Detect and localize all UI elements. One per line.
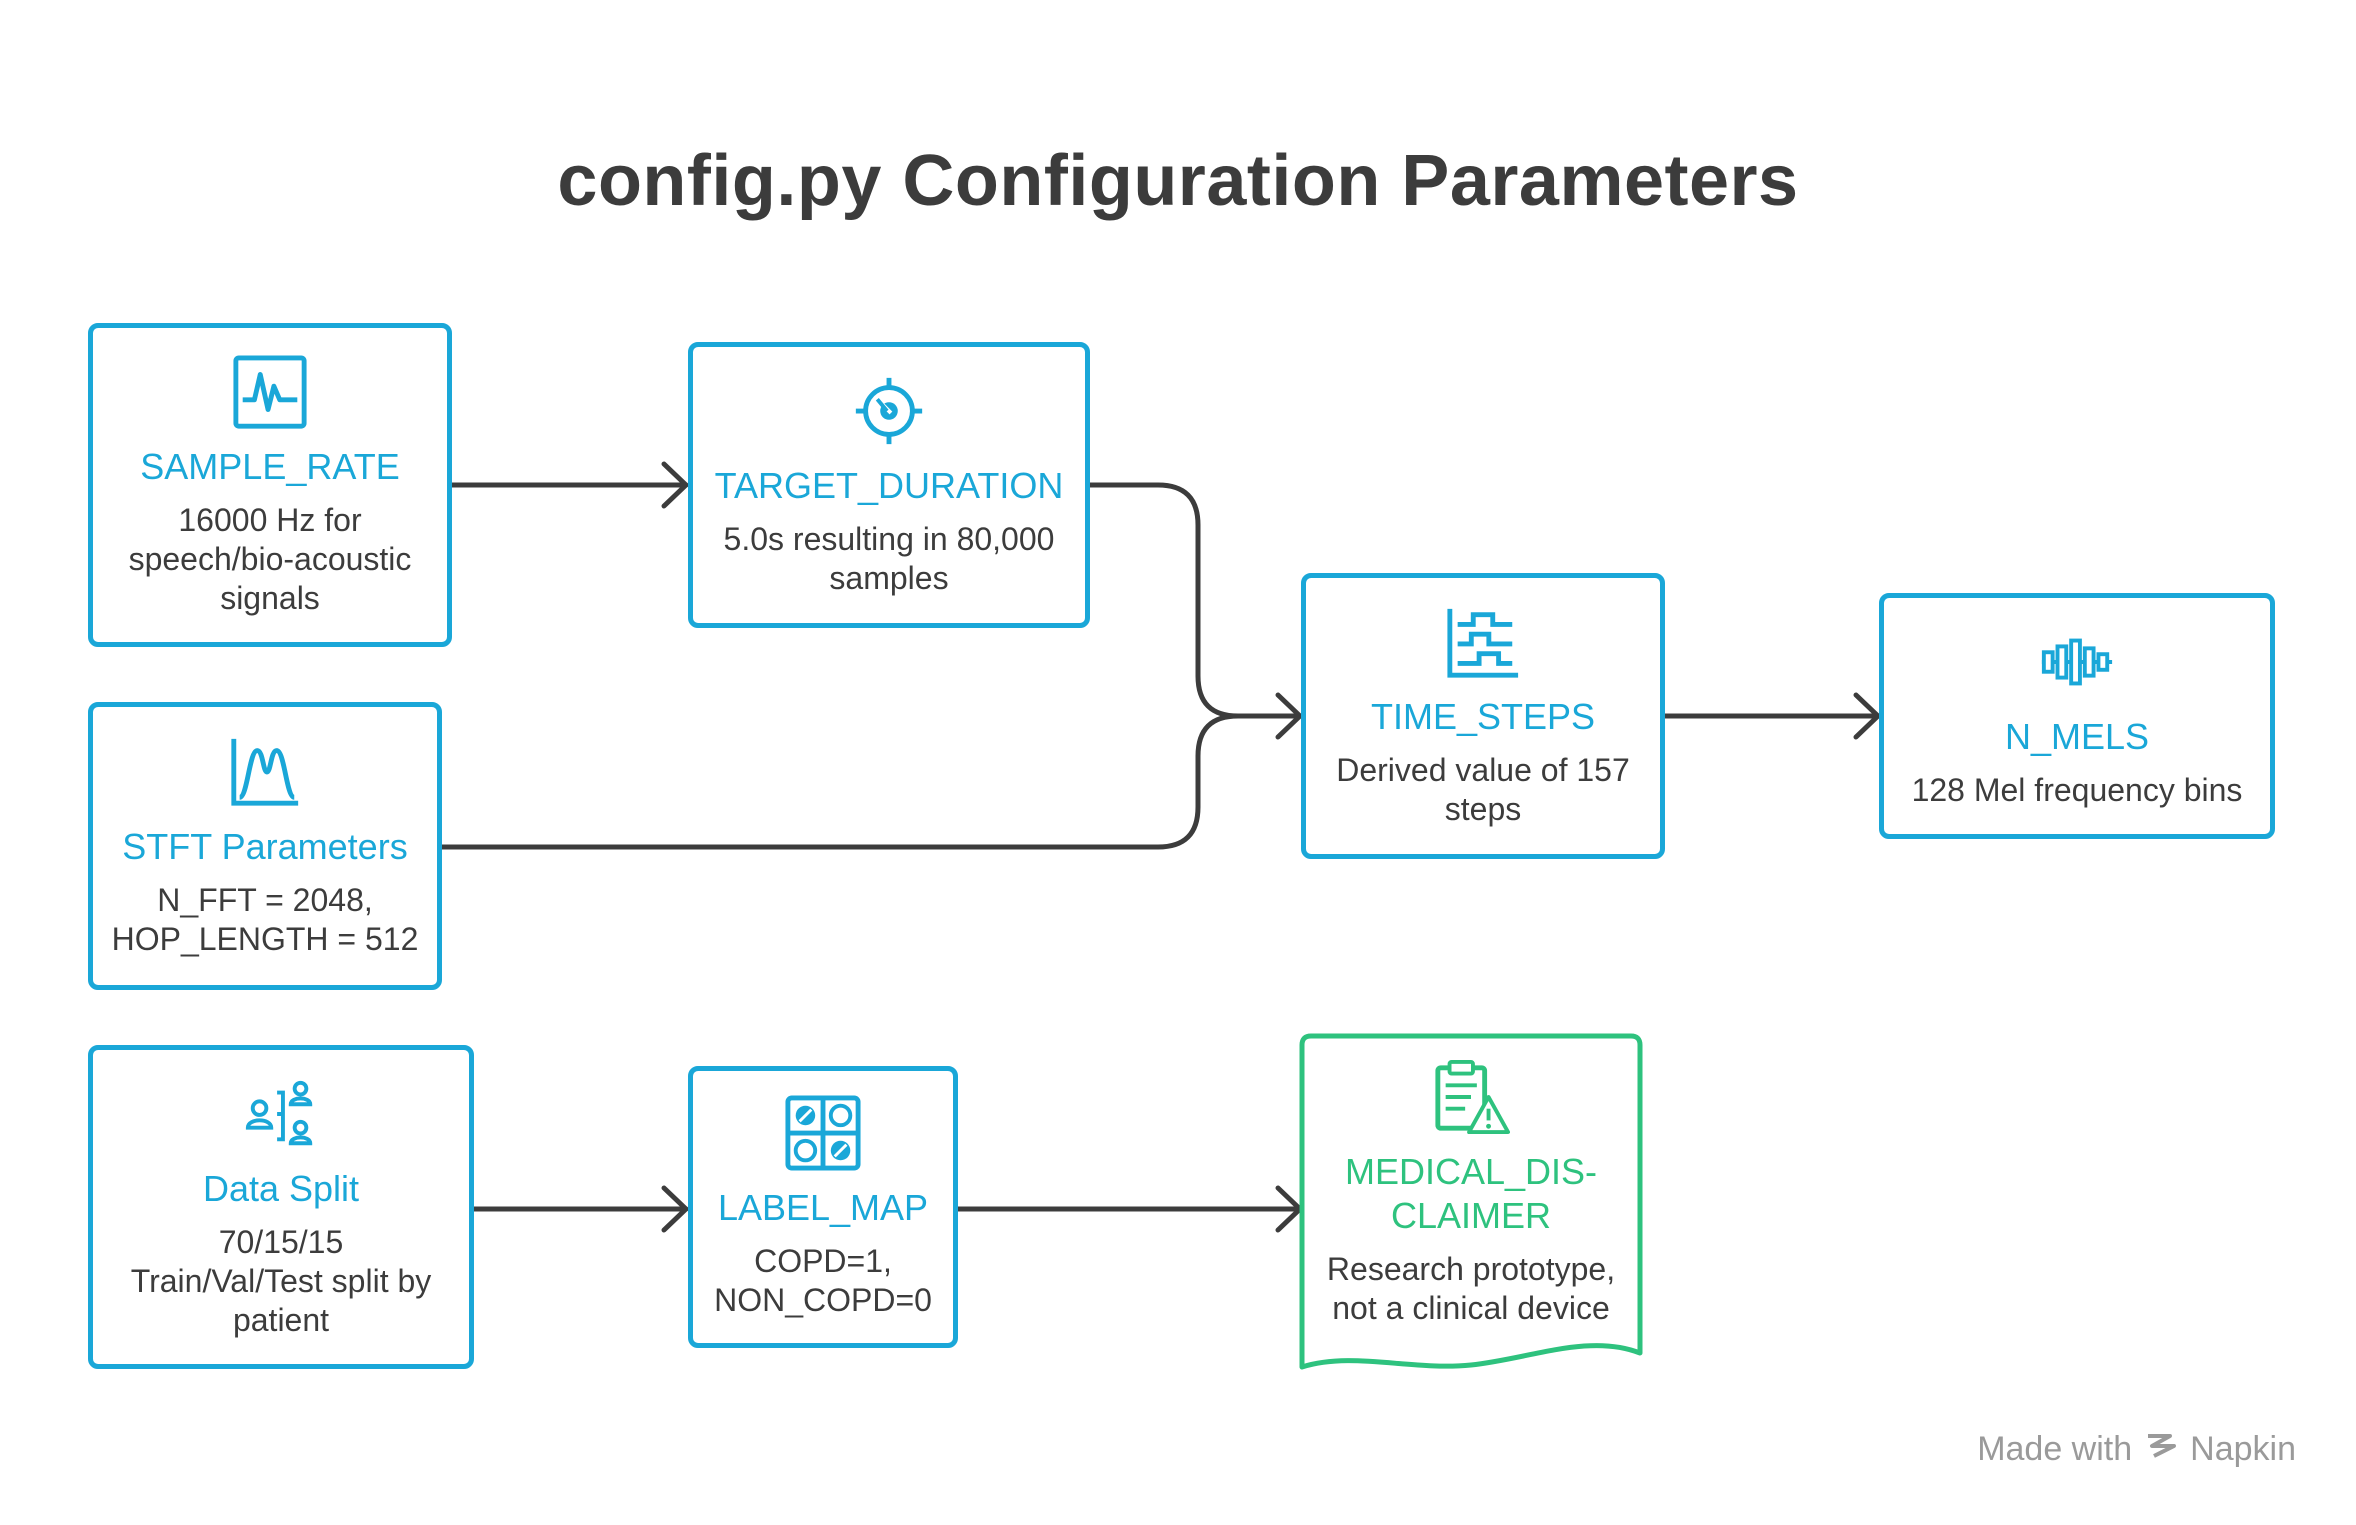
arrowhead-time-steps — [1275, 692, 1303, 740]
arrowhead-n-mels — [1853, 692, 1881, 740]
node-title: TIME_STEPS — [1370, 696, 1596, 737]
node-description: N_FFT = 2048, HOP_LENGTH = 512 — [111, 882, 419, 957]
node-description: Research prototype, not a clinical devic… — [1326, 1251, 1616, 1326]
node-title: MEDICAL_DIS- CLAIMER — [1344, 1151, 1598, 1236]
node-title: TARGET_DURATION — [714, 465, 1064, 506]
node-time-steps: TIME_STEPS Derived value of 157 steps — [1301, 573, 1665, 859]
disclaimer-document-shape — [1299, 1033, 1643, 1370]
node-target-duration: TARGET_DURATION 5.0s resulting in 80,000… — [688, 342, 1090, 628]
node-title: SAMPLE_RATE — [140, 445, 400, 487]
watermark-prefix: Made with — [1977, 1430, 2133, 1468]
bell-curve-chart-icon — [226, 733, 304, 811]
clipboard-warning-icon — [1432, 1058, 1510, 1136]
napkin-logo-icon — [2144, 1428, 2178, 1471]
arrow-target-duration-to-time-steps — [1085, 482, 1303, 719]
node-sample-rate: SAMPLE_RATE 16000 Hz for speech/bio-acou… — [88, 323, 452, 647]
napkin-watermark: Made with Napkin — [1977, 1428, 2296, 1471]
node-description: 5.0s resulting in 80,000 samples — [723, 521, 1055, 596]
node-description: Derived value of 157 steps — [1336, 752, 1630, 827]
user-split-icon — [242, 1075, 320, 1153]
node-data-split: Data Split 70/15/15 Train/Val/Test split… — [88, 1045, 474, 1369]
node-description: 128 Mel frequency bins — [1911, 771, 2243, 808]
node-description: COPD=1, NON_COPD=0 — [714, 1243, 932, 1318]
waveform-icon — [231, 353, 309, 431]
step-chart-icon — [1444, 603, 1522, 681]
node-medical-disclaimer: MEDICAL_DIS- CLAIMER Research prototype,… — [1299, 1033, 1643, 1353]
frequency-bins-icon — [2038, 623, 2116, 701]
arrow-stft-to-time-steps — [439, 713, 1303, 850]
node-stft-parameters: STFT Parameters N_FFT = 2048, HOP_LENGTH… — [88, 702, 442, 990]
watermark-brand: Napkin — [2190, 1430, 2296, 1468]
target-icon — [850, 372, 928, 450]
diagram-title: config.py Configuration Parameters — [557, 141, 1799, 221]
arrowhead-target-duration — [661, 461, 689, 509]
node-title: N_MELS — [2004, 715, 2150, 757]
node-title: LABEL_MAP — [717, 1187, 929, 1228]
node-title: STFT Parameters — [122, 826, 408, 867]
node-n-mels: N_MELS 128 Mel frequency bins — [1879, 593, 2275, 839]
label-grid-icon — [784, 1094, 862, 1172]
arrowhead-label-map — [661, 1185, 689, 1233]
node-title: Data Split — [202, 1167, 360, 1209]
node-label-map: LABEL_MAP COPD=1, NON_COPD=0 — [688, 1066, 958, 1348]
node-description: 70/15/15 Train/Val/Test split by patient — [130, 1223, 432, 1338]
node-description: 16000 Hz for speech/bio-acoustic signals — [128, 501, 412, 616]
